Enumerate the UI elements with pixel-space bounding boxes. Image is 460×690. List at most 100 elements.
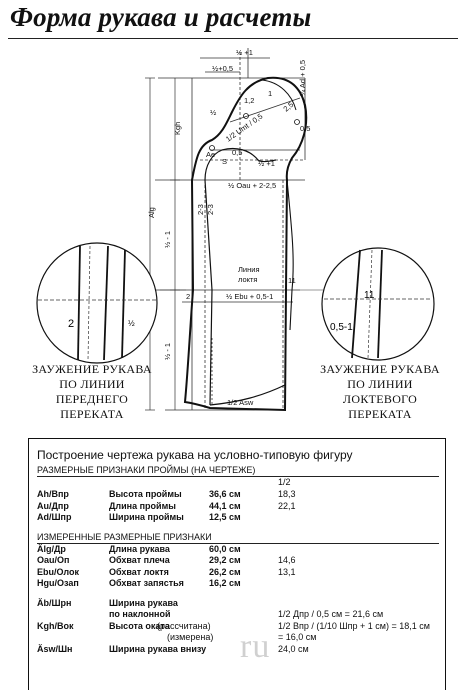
section-armhole: РАЗМЕРНЫЕ ПРИЗНАКИ ПРОЙМЫ (НА ЧЕРТЕЖЕ) [37, 465, 439, 477]
cell-name: Высота проймы [109, 489, 182, 499]
cell-value: 12,5 см [209, 512, 241, 522]
cell-calc: 22,1 [278, 500, 296, 511]
label-half: ½ [210, 108, 217, 117]
caption-right: ЗАУЖЕНИЕ РУКАВА ПО ЛИНИИ ЛОКТЕВОГО ПЕРЕК… [320, 362, 440, 421]
left-detail-circle: 2 ½ [36, 242, 186, 364]
cell-name: Ширина рукава [109, 597, 178, 608]
cell-calc: 13,1 [278, 566, 296, 577]
label-1-2: 1,2 [244, 96, 254, 105]
cell-name: Высота оката [109, 620, 170, 631]
page-title: Форма рукава и расчеты [10, 2, 312, 32]
detail-label-2: 2 [68, 318, 74, 330]
table-row: Kgh/Вок Высота оката 1/2 Впр / (1/10 Шпр +… [37, 621, 445, 633]
label-asw: 1/2 Asw [227, 398, 254, 407]
cell-value: 36,6 см [209, 489, 241, 499]
cell-calc: 18,3 [278, 489, 296, 499]
label-kgh: Kgh [173, 122, 182, 135]
table-row: по наклонной 1/2 Дпр / 0,5 см = 21,6 см [37, 609, 445, 621]
table-row: Älg/Др Длина рукава 60,0 см [37, 544, 445, 556]
cell-code: Oau/Оп [37, 555, 70, 565]
detail-label-half: ½ [128, 319, 135, 328]
cell-value: 16,2 см [209, 578, 241, 588]
label-half-minus-1: ½ - 1 [163, 231, 172, 248]
table-heading: Построение чертежа рукава на условно-тип… [37, 448, 353, 462]
cell-code: Ah/Впр [37, 489, 69, 499]
table-row: Äsw/Шн Ширина рукава внизу 24,0 см [37, 644, 445, 656]
cell-code: Au/Дпр [37, 500, 69, 511]
cell-value: 60,0 см [209, 543, 241, 554]
cell-calc: 24,0 см [278, 643, 309, 654]
cell-code: Ebu/Олок [37, 566, 79, 577]
label-oau: ½ Oau + 2-2,5 [228, 181, 276, 190]
label-elbow: локтя [238, 275, 258, 284]
measurement-table: Построение чертежа рукава на условно-тип… [28, 438, 446, 690]
sleeve-upper-seam [204, 147, 277, 181]
elbow-roll-line [286, 179, 294, 331]
section-measured: ИЗМЕРЕННЫЕ РАЗМЕРНЫЕ ПРИЗНАКИ [37, 532, 439, 544]
label-half-plus-1: ½ +1 [236, 48, 253, 57]
label-quarter-ad: ¼ Ad + 0,5 [298, 60, 307, 96]
label-line: Линия [238, 265, 260, 274]
cell-value: 29,2 см [209, 555, 241, 565]
cell-code: Äb/Шрн [37, 597, 72, 608]
inner-curve [261, 79, 297, 111]
cell-name: Длина проймы [109, 500, 176, 511]
table-row: Ebu/Олок Обхват локтя 26,2 см 13,1 [37, 567, 445, 579]
cell-name: Ширина проймы [109, 512, 184, 522]
cell-calc: 14,6 [278, 555, 296, 565]
table-row: Au/Дпр Длина проймы 44,1 см 22,1 [37, 501, 445, 513]
label-half-minus-1-b: ½ - 1 [163, 343, 172, 360]
cell-name: по наклонной [109, 609, 171, 619]
table-row: = 16,0 см (измерена) [37, 632, 445, 644]
label-11: 11 [288, 276, 296, 285]
label-2-3-a: 2-3 [196, 204, 205, 215]
table-row: Äb/Шрн Ширина рукава [37, 598, 445, 610]
table-row: Ad/Шпр Ширина проймы 12,5 см [37, 512, 445, 524]
label-2-3-b: 2-3 [206, 204, 215, 215]
table-row: Hgu/Озап Обхват запястья 16,2 см [37, 578, 445, 590]
label-1: 1 [268, 89, 272, 98]
label-half-plus-05: ½+0,5 [212, 64, 233, 73]
table-row: Ah/Впр Высота проймы 36,6 см 18,3 [37, 489, 445, 501]
cell-name-extra: (измерена) [167, 632, 214, 642]
cell-code: Äsw/Шн [37, 643, 73, 654]
detail-label-11: 11 [364, 290, 375, 301]
right-detail-circle: 0,5-1 11 [300, 247, 435, 361]
cell-name: Ширина рукава внизу [109, 643, 207, 654]
cell-name-extra: (рассчитана) [157, 620, 211, 631]
watermark: ru [240, 628, 271, 665]
front-roll-line [204, 179, 213, 406]
cell-calc: 1/2 Дпр / 0,5 см = 21,6 см [278, 609, 384, 619]
cell-code: Hgu/Озап [37, 578, 79, 588]
inner-curve-2 [299, 91, 307, 136]
cell-calc: = 16,0 см [278, 632, 317, 642]
label-05-b: 0,5 [300, 124, 310, 133]
cell-value: 44,1 см [209, 500, 241, 511]
label-ae: Ae [206, 150, 215, 159]
label-alg: Alg [147, 207, 156, 218]
title-rule [8, 38, 458, 39]
cell-name: Обхват плеча [109, 555, 170, 565]
label-05-a: 0,5 [232, 148, 242, 157]
half-header: 1/2 [278, 477, 291, 487]
cell-name: Обхват запястья [109, 578, 184, 588]
cell-code: Älg/Др [37, 543, 66, 554]
cell-value: 26,2 см [209, 566, 241, 577]
cell-code: Ad/Шпр [37, 512, 72, 522]
cell-calc: 1/2 Впр / (1/10 Шпр + 1 см) = 18,1 см [278, 620, 430, 631]
cell-name: Обхват локтя [109, 566, 169, 577]
cell-name: Длина рукава [109, 543, 170, 554]
detail-label-051: 0,5-1 [330, 322, 353, 333]
cell-code: Kgh/Вок [37, 620, 74, 631]
point-markers [209, 113, 300, 151]
label-s: S [222, 157, 227, 166]
half-header-row: 1/2 [37, 477, 445, 489]
hem-line [209, 384, 286, 406]
label-ebu: ½ Ebu + 0,5-1 [226, 292, 273, 301]
table-row: Oau/Оп Обхват плеча 29,2 см 14,6 [37, 555, 445, 567]
label-2-mid: 2 [186, 292, 190, 301]
label-half-plus-1-mid: ½ +1 [258, 159, 275, 168]
sleeve-pattern-drawing: ½ +1 ½+0,5 ¼ Ad + 0,5 1,2 1 2,5 ½ Kgh 1/… [36, 48, 435, 412]
construction-lines [155, 48, 306, 411]
caption-left: ЗАУЖЕНИЕ РУКАВА ПО ЛИНИИ ПЕРЕДНЕГО ПЕРЕК… [32, 362, 152, 421]
